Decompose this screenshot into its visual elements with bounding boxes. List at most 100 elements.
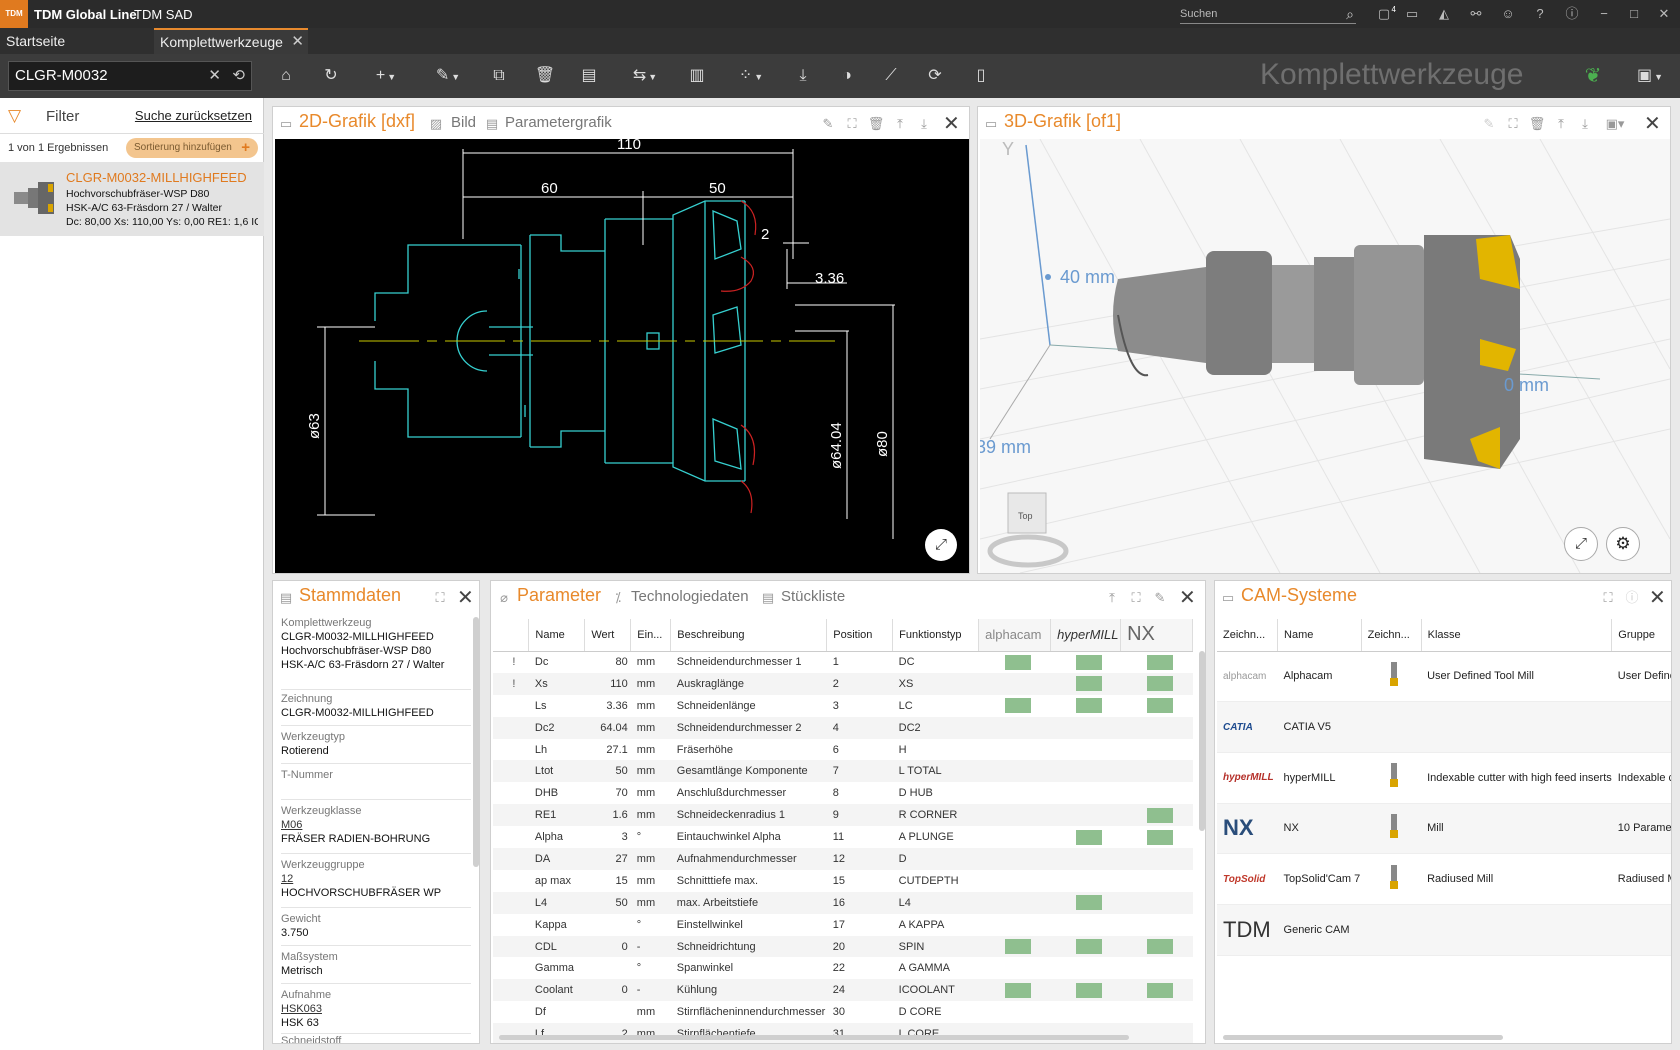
download-icon[interactable]: ⤓: [921, 116, 927, 131]
toggle-icon[interactable]: ◑: [842, 67, 852, 84]
tab-stueckliste[interactable]: Stückliste: [781, 588, 846, 605]
info-icon[interactable]: ⓘ: [1625, 590, 1639, 605]
col-funktionstyp[interactable]: Funktionstyp: [892, 619, 980, 652]
upload-icon[interactable]: ⤒: [897, 116, 903, 131]
delete-icon[interactable]: 🗑: [867, 116, 885, 131]
result-item-name[interactable]: CLGR-M0032-MILLHIGHFEED: [66, 170, 247, 185]
clear-icon[interactable]: ✕: [208, 67, 221, 84]
werkzeuggruppe-link[interactable]: 12: [281, 873, 294, 885]
connections-icon[interactable]: ⚯: [1470, 6, 1482, 21]
col-einheit[interactable]: Ein...: [630, 619, 672, 652]
download-icon[interactable]: ⤓: [799, 67, 807, 84]
search-icon[interactable]: ⌕: [1346, 6, 1354, 22]
panel-title-stammdaten[interactable]: Stammdaten: [299, 585, 402, 605]
panel-title-3d[interactable]: 3D-Grafik [of1]: [1004, 111, 1122, 131]
edit-icon[interactable]: ✎: [1483, 116, 1495, 131]
measure-icon[interactable]: ⟋: [885, 67, 897, 84]
sheet-icon[interactable]: ▯: [976, 67, 986, 84]
home-icon[interactable]: ⌂: [281, 67, 291, 84]
scrollbar[interactable]: [473, 617, 479, 867]
chat-icon[interactable]: ▭: [1405, 6, 1419, 21]
col-zeichnung[interactable]: Zeichn...: [1361, 619, 1422, 652]
delete-icon[interactable]: 🗑: [1528, 116, 1546, 131]
aufnahme-link[interactable]: HSK063: [281, 1003, 322, 1015]
fullscreen-icon[interactable]: ⤢: [1564, 527, 1598, 561]
filter-icon[interactable]: ▽: [8, 106, 22, 125]
minimize-icon[interactable]: −: [1600, 6, 1608, 21]
help-icon[interactable]: ?: [1536, 6, 1544, 21]
panel-title-2d[interactable]: 2D-Grafik [dxf]: [299, 111, 416, 131]
fit-icon[interactable]: ⛶: [435, 590, 445, 605]
dxf-canvas[interactable]: 110 60 50 2 3.36 ø63 ø64.04 ø80 ⤢: [275, 136, 969, 573]
fit-icon[interactable]: ⛶: [1603, 590, 1613, 605]
col-wert[interactable]: Wert: [584, 619, 632, 652]
transfer-button[interactable]: ⇆▼: [632, 67, 658, 84]
info-icon[interactable]: ⓘ: [1565, 6, 1579, 21]
notifications-doc-icon[interactable]: ▢4: [1374, 4, 1396, 24]
close-window-icon[interactable]: ✕: [1658, 6, 1670, 21]
bell-icon[interactable]: ◭: [1439, 6, 1449, 21]
col-beschreibung[interactable]: Beschreibung: [670, 619, 828, 652]
close-panel-icon[interactable]: ✕: [943, 113, 960, 135]
add-sort-button[interactable]: Sortierung hinzufügen+: [126, 138, 258, 158]
upload-icon[interactable]: ⤒: [1558, 116, 1564, 131]
add-button[interactable]: +▼: [375, 67, 397, 84]
col-alphacam[interactable]: alphacam: [978, 619, 1052, 652]
close-tab-icon[interactable]: ✕: [291, 33, 304, 50]
col-position[interactable]: Position: [826, 619, 894, 652]
tab-startseite[interactable]: Startseite: [6, 33, 66, 49]
col-hypermill[interactable]: hyperMILL: [1050, 619, 1122, 652]
fit-icon[interactable]: ⛶: [1508, 116, 1518, 131]
scrollbar[interactable]: [1199, 651, 1205, 831]
global-search-input[interactable]: Suchen⌕: [1180, 6, 1356, 24]
edit-button[interactable]: ✎▼: [435, 67, 461, 84]
document-icon[interactable]: ▤: [581, 67, 597, 84]
delete-icon[interactable]: 🗑: [534, 67, 556, 84]
panel-title-cam[interactable]: CAM-Systeme: [1241, 585, 1358, 605]
col-name[interactable]: Name: [528, 619, 586, 652]
close-panel-icon[interactable]: ✕: [1179, 587, 1196, 609]
reset-search-link[interactable]: Suche zurücksetzen: [134, 108, 252, 123]
history-icon[interactable]: ⟲: [232, 67, 245, 84]
werkzeugklasse-link[interactable]: M06: [281, 819, 303, 831]
edit-icon[interactable]: ✎: [1154, 590, 1166, 605]
fullscreen-icon[interactable]: ⤢: [925, 529, 957, 561]
col-zeichnung-logo[interactable]: Zeichn...: [1217, 619, 1279, 652]
gear-icon[interactable]: ⚙: [1606, 527, 1640, 561]
search-input[interactable]: CLGR-M0032✕⟲: [8, 61, 252, 91]
fit-icon[interactable]: ⛶: [1131, 590, 1141, 605]
3d-viewport[interactable]: Y 40 mm 0 mm 39 mm Top ⤢ ⚙: [980, 139, 1670, 573]
close-panel-icon[interactable]: ✕: [1644, 113, 1661, 135]
close-panel-icon[interactable]: ✕: [1649, 587, 1666, 609]
table-row[interactable]: Lf2mmStirnflächentiefe31L CORE: [493, 1023, 1193, 1043]
col-name[interactable]: Name: [1277, 619, 1362, 652]
save-dropdown-icon[interactable]: ▣▾: [1605, 116, 1625, 131]
col-nx[interactable]: NX: [1120, 619, 1193, 652]
fit-icon[interactable]: ⛶: [847, 116, 857, 131]
grid-button[interactable]: ⁘▼: [738, 67, 764, 84]
download-icon[interactable]: ⤓: [1582, 116, 1588, 131]
result-item[interactable]: CLGR-M0032-MILLHIGHFEED Hochvorschubfräs…: [0, 162, 264, 236]
tab-bild[interactable]: Bild: [451, 114, 477, 131]
tab-komplettwerkzeuge[interactable]: Komplettwerkzeuge✕: [154, 28, 308, 54]
col-gruppe[interactable]: Gruppe: [1611, 619, 1671, 652]
